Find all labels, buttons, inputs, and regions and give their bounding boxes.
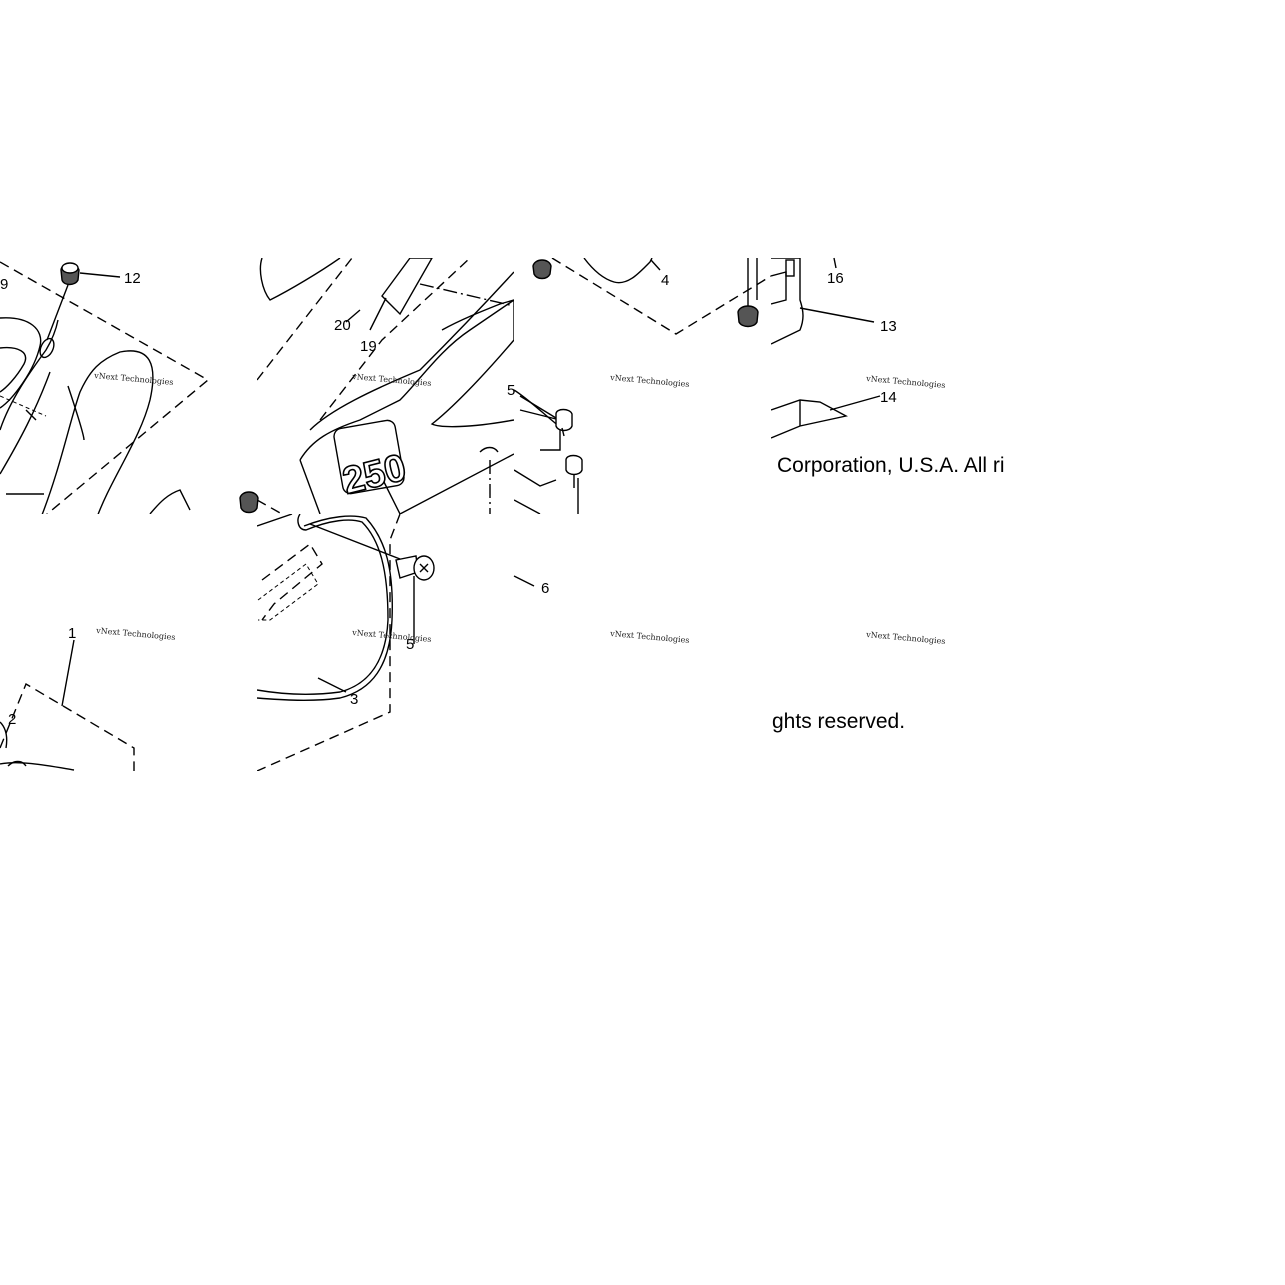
callout-12: 12 [124,270,141,287]
callout-20: 20 [334,317,351,334]
tile-far-right: 16 13 14 [771,257,897,439]
tile-top-middle: 250 20 19 [257,258,514,514]
watermark-7: vNext Technologies [609,629,690,645]
copyright-line-2: ghts reserved. [772,710,906,733]
watermark-1: vNext Technologies [93,371,174,387]
watermark-4: vNext Technologies [865,374,946,390]
grommet-middle-left [239,491,259,514]
callout-1: 1 [68,625,76,642]
callout-2: 2 [8,711,16,728]
watermark-8: vNext Technologies [865,630,946,646]
callout-5-bottom: 5 [406,636,414,653]
watermark-3: vNext Technologies [609,373,690,389]
callout-14: 14 [880,389,897,406]
callout-13: 13 [880,318,897,335]
watermark-5: vNext Technologies [95,626,176,642]
tile-bottom-right: 6 [513,575,549,597]
tile-top-right: 4 5 [507,258,771,514]
callout-4: 4 [661,272,669,289]
callout-6: 6 [541,580,549,597]
copyright-line-1: Corporation, U.S.A. All ri [777,454,1005,477]
callout-19: 19 [360,338,377,355]
callout-16: 16 [827,270,844,287]
callout-9: 9 [0,276,8,293]
watermarks: vNext Technologies vNext Technologies vN… [93,371,946,646]
callout-3: 3 [350,691,358,708]
callout-5-top: 5 [507,382,515,399]
tile-bottom-left: 1 2 [0,625,135,771]
tile-bottom-middle: 5 3 [257,514,435,771]
tile-top-left: 12 9 [0,261,210,514]
badge-250: 250 [339,447,411,503]
watermark-2: vNext Technologies [351,372,432,388]
